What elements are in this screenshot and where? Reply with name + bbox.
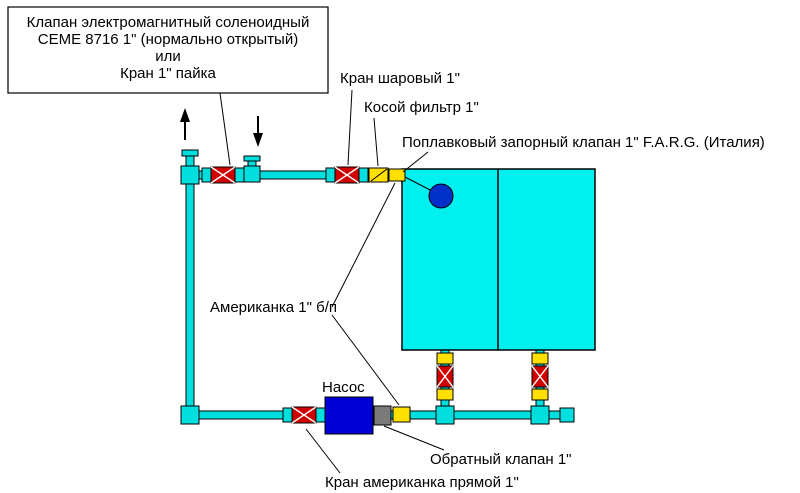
- leader-line: [219, 92, 231, 166]
- leader-line: [331, 182, 396, 308]
- union-fitting-top: [388, 168, 406, 182]
- filter-label: Косой фильтр 1": [364, 99, 479, 116]
- pump-symbol: [324, 396, 374, 435]
- check-valve-label: Обратный клапан 1": [430, 451, 572, 468]
- coupling: [234, 167, 245, 183]
- drain-right-fittings: [531, 352, 549, 401]
- top-left-corner-fitting: [180, 165, 200, 185]
- union-fitting-bottom: [392, 406, 411, 423]
- top-tee-fitting: [243, 155, 261, 183]
- bottom-left-corner-fitting: [180, 405, 200, 425]
- float-valve-icon: [404, 176, 454, 209]
- coupling: [358, 167, 369, 183]
- ball-valve-label: Кран шаровый 1": [340, 70, 460, 87]
- drain-valve-right-symbol: [531, 365, 549, 388]
- union-label: Американка 1" б/п: [210, 299, 337, 316]
- flow-up-arrow: [180, 108, 190, 140]
- info-box-line: Клапан электромагнитный соленоидный: [27, 14, 310, 31]
- info-box-line: Кран 1" пайка: [120, 65, 216, 82]
- flow-down-arrow: [253, 116, 263, 147]
- leader-line: [331, 314, 400, 406]
- solenoid-info-box: Клапан электромагнитный соленоидный CEME…: [7, 6, 329, 94]
- leader-line: [305, 428, 341, 474]
- solenoid-valve-symbol: [210, 166, 236, 184]
- check-valve-symbol: [373, 405, 392, 426]
- leader-line: [402, 151, 429, 173]
- leader-line: [347, 89, 353, 166]
- float-valve-label: Поплавковый запорный клапан 1" F.A.R.G. …: [402, 134, 765, 151]
- info-box-line: CEME 8716 1" (нормально открытый): [38, 31, 298, 48]
- leader-line: [373, 117, 379, 167]
- coupling: [201, 167, 212, 183]
- bottom-tee-right: [530, 405, 550, 425]
- bottom-tee-left: [435, 405, 455, 425]
- coupling: [325, 167, 336, 183]
- coupling: [315, 407, 326, 423]
- bottom-pipe-end-fitting: [559, 407, 575, 423]
- coupling: [282, 407, 293, 423]
- drain-left-fittings: [436, 352, 454, 401]
- drain-valve-left-symbol: [436, 365, 454, 388]
- pipe-top-cap: [181, 149, 199, 157]
- union-valve-label: Кран американка прямой 1": [325, 474, 519, 491]
- pump-label: Насос: [322, 379, 365, 396]
- leader-line: [383, 425, 445, 451]
- union-valve-symbol: [291, 406, 317, 424]
- ball-valve-symbol: [334, 166, 360, 184]
- oblique-filter-symbol: [368, 167, 389, 183]
- left-vertical-pipe: [181, 149, 199, 420]
- info-box-line: или: [155, 48, 181, 65]
